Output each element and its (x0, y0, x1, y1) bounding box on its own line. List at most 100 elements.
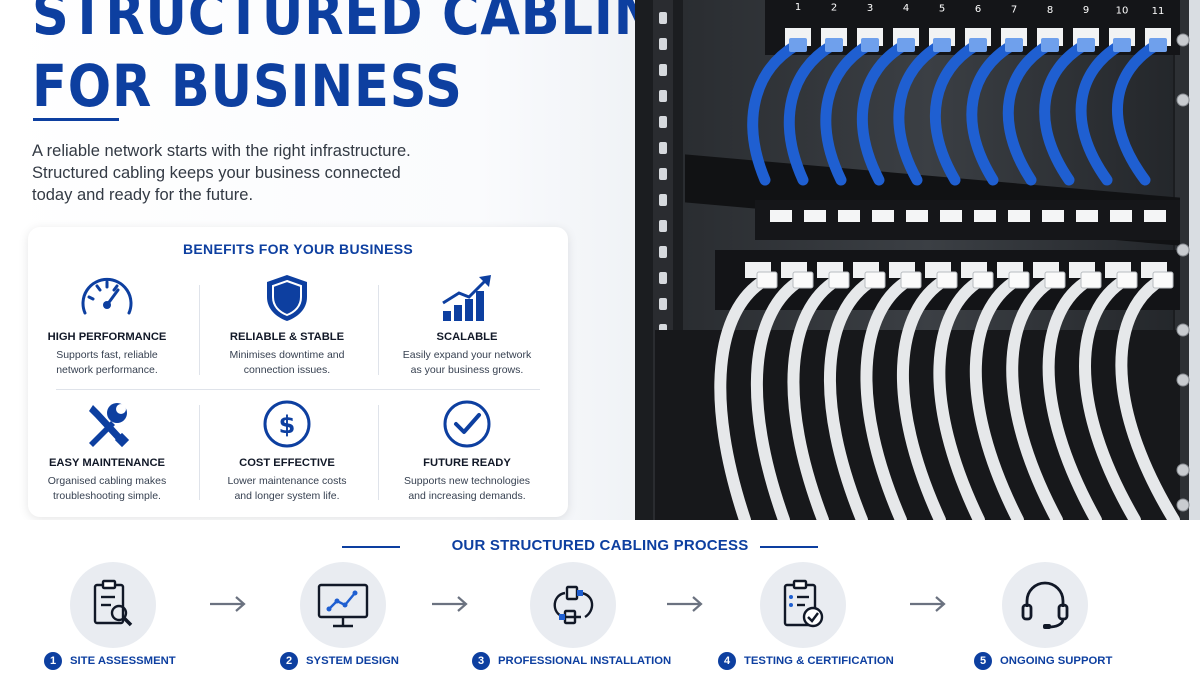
blue-connector (1005, 38, 1023, 52)
blue-patch-cable (929, 40, 981, 186)
blue-connector (825, 38, 843, 52)
step-label: 3 PROFESSIONAL INSTALLATION (472, 652, 671, 670)
blue-patch-cable (784, 40, 837, 186)
step-icon-circle (300, 562, 386, 648)
white-patch-cable (1115, 274, 1180, 520)
blue-patch-cable (893, 40, 945, 186)
blue-patch-cable (966, 40, 1017, 186)
growth-chart-icon (437, 273, 497, 323)
white-patch-cable (969, 274, 1024, 520)
divider (378, 285, 379, 375)
port-label-strip (1076, 210, 1098, 222)
blue-patch-cable (1075, 40, 1125, 186)
benefit-future-ready: FUTURE READY Supports new technologies a… (382, 399, 552, 504)
rack-screw (1176, 33, 1190, 47)
hero-section: STRUCTURED CABLING FOR BUSINESS A reliab… (0, 0, 1200, 520)
arrow-right-icon (432, 596, 468, 612)
dollar-icon: $ (257, 399, 317, 449)
title-divider-right (760, 546, 818, 548)
port-label-strip (804, 210, 826, 222)
port-number: 8 (1047, 5, 1053, 16)
white-patch-cable (714, 274, 771, 520)
rack-screw (1176, 498, 1190, 512)
rail-hole (659, 64, 667, 76)
white-connector (1008, 271, 1030, 289)
divider (199, 405, 200, 500)
step-icon-circle (760, 562, 846, 648)
clipboard-search-icon (93, 579, 133, 627)
step-label: 4 TESTING & CERTIFICATION (718, 652, 894, 670)
blue-connector (897, 38, 915, 52)
rack-screw (1176, 373, 1190, 387)
speedometer-icon (77, 273, 137, 323)
blue-connector (1149, 38, 1167, 52)
step-icon-circle (70, 562, 156, 648)
port-number: 2 (831, 2, 837, 13)
rail-hole (659, 38, 667, 50)
rail-hole (659, 12, 667, 24)
blue-connector (861, 38, 879, 52)
arrow-right-icon (910, 596, 946, 612)
step-label: 2 SYSTEM DESIGN (280, 652, 399, 670)
rail-hole (659, 116, 667, 128)
port-number: 11 (1152, 6, 1165, 17)
port-label-strip (838, 210, 860, 222)
port-label-strip (770, 210, 792, 222)
blue-patch-cable (1111, 40, 1161, 186)
benefit-high-performance: HIGH PERFORMANCE Supports fast, reliable… (22, 273, 192, 378)
white-patch-cable (1006, 274, 1063, 520)
blue-connector (969, 38, 987, 52)
port-label-strip (1008, 210, 1030, 222)
blue-patch-cable (856, 40, 909, 186)
svg-text:$: $ (279, 411, 296, 439)
page-title: STRUCTURED CABLING FOR BUSINESS (32, 0, 701, 120)
port-label-strip (1144, 210, 1166, 222)
title-divider-left (342, 546, 400, 548)
blue-patch-cable (820, 40, 873, 186)
rail-hole (659, 298, 667, 310)
headset-icon (1021, 581, 1069, 629)
step-label: 1 SITE ASSESSMENT (44, 652, 176, 670)
step-icon-circle (1002, 562, 1088, 648)
intro-text: A reliable network starts with the right… (32, 142, 411, 204)
blue-connector (1113, 38, 1131, 52)
rail-hole (659, 142, 667, 154)
rail-hole (659, 272, 667, 284)
white-patch-cable (824, 274, 879, 520)
benefit-scalable: SCALABLE Easily expand your network as y… (382, 273, 552, 378)
port-number: 4 (903, 3, 909, 14)
rack-screw (1176, 93, 1190, 107)
rack-screw (1176, 463, 1190, 477)
white-connector (792, 271, 814, 289)
blue-patch-cable (747, 40, 801, 186)
white-patch-cable (1042, 274, 1102, 520)
step-icon-circle (530, 562, 616, 648)
white-connector (1044, 271, 1066, 289)
white-patch-cable (750, 274, 807, 520)
port-number: 5 (939, 4, 945, 15)
white-connector (864, 271, 886, 289)
port-label-strip (974, 210, 996, 222)
cable-plug-icon (553, 585, 594, 625)
blue-connector (1041, 38, 1059, 52)
rack-screw (1176, 243, 1190, 257)
port-label-strip (1042, 210, 1064, 222)
divider (56, 389, 540, 390)
white-patch-cable (860, 274, 915, 520)
benefits-card: BENEFITS FOR YOUR BUSINESS HIGH PERFORMA… (28, 227, 568, 517)
rail-hole (659, 90, 667, 102)
white-connector (828, 271, 850, 289)
white-patch-cable (1079, 274, 1141, 520)
port-label-strip (940, 210, 962, 222)
white-connector (1080, 271, 1102, 289)
arrow-right-icon (210, 596, 246, 612)
port-number: 10 (1116, 6, 1129, 17)
rack-screw (1176, 323, 1190, 337)
rail-hole (659, 194, 667, 206)
white-patch-cable (787, 274, 843, 520)
benefit-reliable-stable: RELIABLE & STABLE Minimises downtime and… (202, 273, 372, 378)
port-number: 3 (867, 3, 873, 14)
tools-icon (77, 399, 137, 449)
